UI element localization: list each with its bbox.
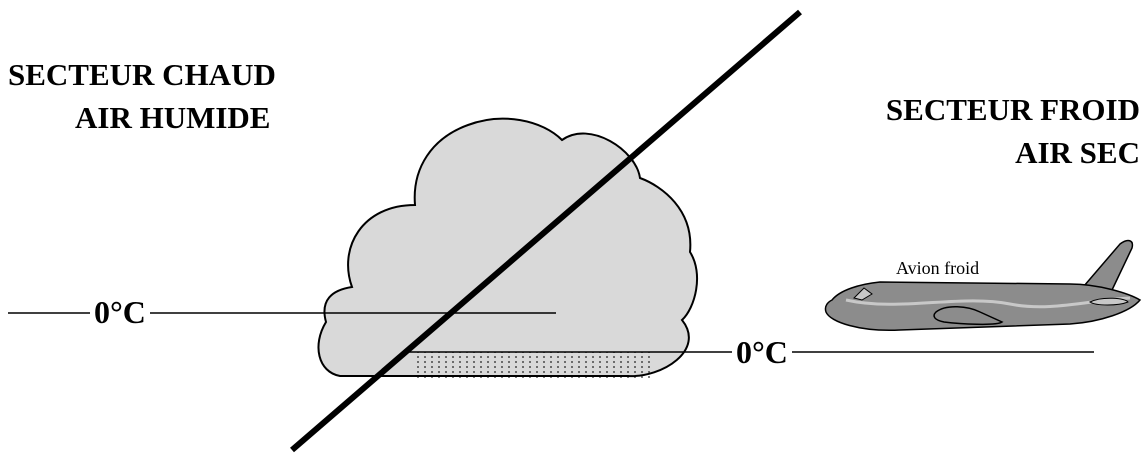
isotherm-label-right: 0°C xyxy=(732,334,792,370)
warm-sector-line1: SECTEUR CHAUD xyxy=(8,57,276,92)
cold-sector-line2: AIR SEC xyxy=(1015,135,1140,170)
aircraft-label: Avion froid xyxy=(896,258,980,278)
aircraft-icon xyxy=(824,239,1142,332)
isotherm-label-left: 0°C xyxy=(90,294,150,330)
warm-sector-line2: AIR HUMIDE xyxy=(75,100,271,135)
frontal-surface-line xyxy=(290,9,802,453)
cold-sector-line1: SECTEUR FROID xyxy=(885,92,1140,127)
rain-streaks xyxy=(417,352,650,378)
cloud xyxy=(317,117,699,378)
